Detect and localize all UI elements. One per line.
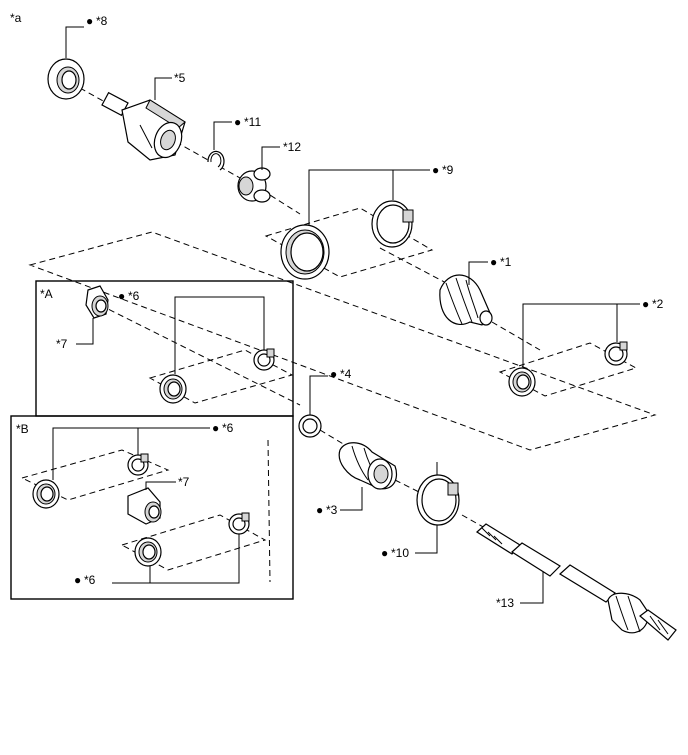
damper-7a xyxy=(85,285,109,319)
clamp-plane-2 xyxy=(498,342,638,397)
detail-box-a-label: *A xyxy=(40,287,53,301)
leader-9 xyxy=(308,169,430,225)
bullet-6b: ● xyxy=(212,421,219,435)
leader-6c xyxy=(112,566,151,584)
callout-label-9: *9 xyxy=(442,163,454,177)
inboard-joint-tulip-5 xyxy=(101,91,186,161)
callout-label-6b: *6 xyxy=(222,421,234,435)
callout-label-7a: *7 xyxy=(56,337,68,351)
boot-clamp-9b xyxy=(371,200,414,248)
leader-6c-b xyxy=(150,534,240,584)
callout-label-10: *10 xyxy=(391,546,409,560)
tripod-joint-12 xyxy=(237,167,271,203)
callout-11: ● *11 xyxy=(234,115,261,129)
callout-1: ● *1 xyxy=(490,255,512,269)
boot-clamp-2a xyxy=(508,367,536,397)
callout-label-13: *13 xyxy=(496,596,514,610)
detail-box-b-label: *B xyxy=(16,422,29,436)
bullet-2: ● xyxy=(642,297,649,311)
callout-8: ● *8 xyxy=(86,14,108,28)
callout-label-5: *5 xyxy=(174,71,186,85)
leader-12 xyxy=(261,146,280,170)
bullet-6a: ● xyxy=(118,289,125,303)
callout-label-8: *8 xyxy=(96,14,108,28)
callout-label-3: *3 xyxy=(326,503,338,517)
oil-seal-8 xyxy=(47,58,85,100)
assembly-boundary xyxy=(28,231,657,451)
clamp-6b-2 xyxy=(127,453,149,476)
leader-8 xyxy=(65,26,84,58)
leader-7a xyxy=(76,318,94,345)
callout-label-1: *1 xyxy=(500,255,512,269)
leader-5 xyxy=(154,77,172,100)
boot-clamp-2b xyxy=(604,341,628,366)
bullet-11: ● xyxy=(234,115,241,129)
leader-11 xyxy=(213,121,232,150)
callout-label-7b: *7 xyxy=(178,475,190,489)
bullet-3: ● xyxy=(316,503,323,517)
bullet-6c: ● xyxy=(74,573,81,587)
clamp-6c-1 xyxy=(134,537,162,567)
boot-3 xyxy=(338,442,398,490)
clamp-6c-2 xyxy=(228,512,250,535)
leader-13 xyxy=(520,572,544,604)
bullet-1: ● xyxy=(490,255,497,269)
bullet-9: ● xyxy=(432,163,439,177)
boot-clamp-4 xyxy=(298,414,322,438)
callout-label-6c: *6 xyxy=(84,573,96,587)
boot-clamp-10 xyxy=(416,474,460,526)
callout-label-2: *2 xyxy=(652,297,664,311)
detail-box-b xyxy=(10,415,294,600)
callout-6a: ● *6 xyxy=(118,289,140,303)
clamp-6a-1 xyxy=(159,374,187,404)
callout-6b: ● *6 xyxy=(212,421,234,435)
bullet-10: ● xyxy=(381,546,388,560)
callout-6c: ● *6 xyxy=(74,573,96,587)
boot-clamp-9a xyxy=(280,224,330,280)
leader-10b xyxy=(415,525,438,554)
leader-3 xyxy=(340,487,363,511)
callout-label-12: *12 xyxy=(283,140,301,154)
callout-label-11: *11 xyxy=(244,115,261,129)
callout-label-4: *4 xyxy=(340,367,352,381)
callout-2: ● *2 xyxy=(642,297,664,311)
callout-3: ● *3 xyxy=(316,503,338,517)
damper-7b xyxy=(127,487,162,525)
leader-2 xyxy=(522,303,640,367)
clamp-plane-b-link xyxy=(267,439,271,583)
callout-9: ● *9 xyxy=(432,163,454,177)
bullet-4: ● xyxy=(330,367,337,381)
leader-4 xyxy=(309,375,328,415)
clamp-6b-1 xyxy=(32,479,60,509)
drive-shaft-13 xyxy=(476,523,677,641)
callout-label-6a: *6 xyxy=(128,289,140,303)
leader-6a xyxy=(174,296,265,374)
leader-6b xyxy=(52,427,139,480)
leader-7b xyxy=(145,481,176,490)
callout-10: ● *10 xyxy=(381,546,409,560)
figure-label: *a xyxy=(10,11,22,25)
clamp-6a-2 xyxy=(253,348,275,371)
callout-4: ● *4 xyxy=(330,367,352,381)
bullet-8: ● xyxy=(86,14,93,28)
snap-ring-11 xyxy=(207,150,225,171)
leader-1 xyxy=(468,261,488,285)
boot-1 xyxy=(439,274,493,326)
